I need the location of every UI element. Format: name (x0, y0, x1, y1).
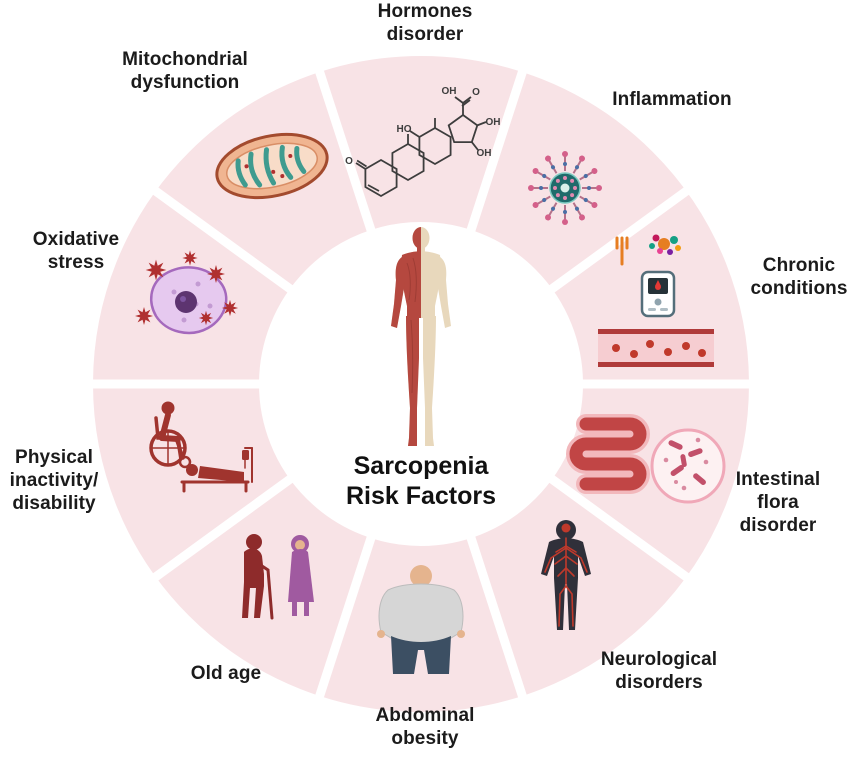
center-title: Sarcopenia Risk Factors (345, 452, 497, 510)
elderly-man (242, 534, 274, 620)
elderly-couple-icon (242, 534, 314, 620)
segment-label-chronic-conditions: Chronic conditions (750, 255, 848, 300)
svg-text:OH: OH (477, 148, 492, 159)
segment-label-neurological-disorders: Neurological disorders (600, 649, 718, 694)
cell-free-radicals-icon (135, 250, 239, 335)
mitochondria-icon (215, 132, 329, 200)
glucose-meter (640, 270, 676, 318)
elderly-woman (288, 535, 314, 616)
svg-text:O: O (472, 87, 480, 98)
glucose-meter-blood-vessel-icon (598, 234, 714, 367)
wheelchair-bed-icon (149, 401, 253, 493)
segment-label-intestinal-flora: Intestinal flora disorder (735, 469, 821, 537)
human-anatomy-figure (391, 227, 451, 446)
svg-text:OH: OH (486, 117, 501, 128)
blood-vessel (598, 329, 714, 367)
segment-label-hormones-disorder: Hormones disorder (377, 1, 473, 46)
wheelchair (149, 401, 192, 469)
svg-text:OH: OH (442, 86, 457, 97)
segment-label-old-age: Old age (190, 663, 262, 684)
segment-label-abdominal-obesity: Abdominal obesity (375, 705, 475, 750)
inflammation-virus-icon (527, 150, 603, 226)
svg-text:HO: HO (397, 124, 412, 135)
intestine-bacteria-icon (566, 414, 726, 504)
segment-dividers (85, 63, 757, 705)
hospital-bed (180, 447, 253, 493)
nervous-system-body-icon (541, 520, 591, 630)
obese-torso-icon (377, 565, 465, 674)
fork-icon (615, 236, 629, 266)
segment-label-oxidative-stress: Oxidative stress (32, 229, 120, 274)
segment-label-mitochondrial-dysfunction: Mitochondrial dysfunction (122, 49, 248, 94)
hormone-molecule-icon: O HO OH OH OH O (345, 86, 501, 198)
svg-text:O: O (345, 156, 353, 167)
segment-label-physical-inactivity: Physical inactivity/ disability (9, 447, 99, 515)
segment-label-inflammation: Inflammation (612, 89, 732, 110)
